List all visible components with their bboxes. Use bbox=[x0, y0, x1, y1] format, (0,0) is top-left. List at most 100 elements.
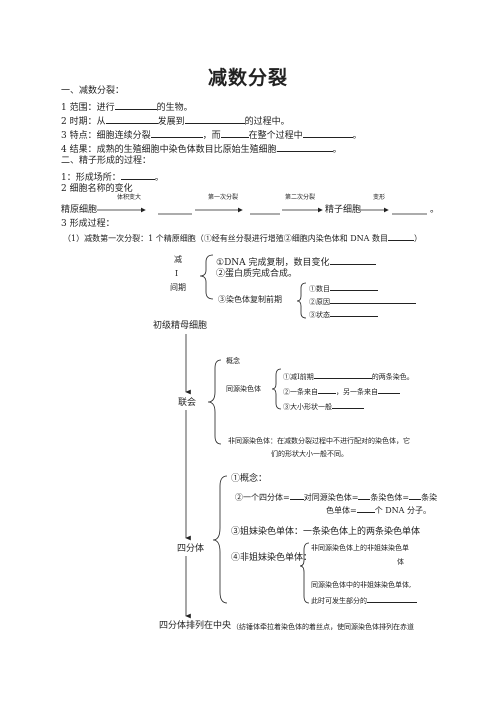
tetrad-count-line-2: 色单体= 个 DNA 分子。 bbox=[326, 505, 431, 515]
synapsis-label: 联会 bbox=[178, 398, 197, 408]
tetrad-blank-1[interactable] bbox=[289, 492, 304, 500]
synapsis-brace bbox=[207, 359, 222, 445]
interphase-item-2: ②蛋白质完成合成。 bbox=[216, 269, 298, 279]
nonsister-item-2-cont: 此时可发生部分的 bbox=[311, 596, 417, 605]
metaphase-label: 四分体排列在中央 bbox=[159, 621, 232, 631]
location-suffix: 。 bbox=[154, 173, 164, 183]
meiosis1-line: （1）减数第一次分裂：1 个精原细胞（①经有丝分裂进行增殖②细胞内染色体和 DN… bbox=[63, 233, 422, 243]
tetrad-count-2: 对同源染色体= bbox=[303, 493, 359, 502]
scope-blank[interactable] bbox=[114, 101, 157, 110]
concept-label: 概念 bbox=[226, 357, 240, 365]
homolog-item-2: ②一条来自 ，另一条来自 bbox=[283, 387, 400, 396]
homolog-label: 同源染色体 bbox=[226, 385, 261, 393]
location-blank[interactable] bbox=[120, 171, 155, 180]
result-label: 4 结果：成熟的生殖细胞中染色体数目比原始生殖细胞 bbox=[61, 145, 277, 155]
tetrad-count-line: ②一个四分体= 对同源染色体= 条染色体= 条染 bbox=[235, 492, 437, 502]
tetrad-blank-2[interactable] bbox=[358, 492, 371, 500]
scope-line: 1 范围：进行的生物。 bbox=[61, 101, 193, 113]
replication-reason-blank[interactable] bbox=[330, 297, 416, 304]
homolog-item-1: ①减Ⅰ前期 的两条染色。 bbox=[283, 372, 414, 381]
interphase-item-1-blank[interactable] bbox=[329, 256, 376, 265]
homolog-item-1-text: ①减Ⅰ前期 bbox=[283, 373, 314, 381]
transform-label: 变形 bbox=[373, 194, 386, 201]
replication-brace bbox=[296, 282, 307, 319]
homolog-item-1-suffix: 的两条染色。 bbox=[371, 373, 414, 381]
metaphase-note: （纺锤体牵拉着染色体的着丝点，使同源染色体排列在赤道 bbox=[232, 623, 414, 631]
spermatid-label: 精子细胞 bbox=[325, 205, 362, 215]
spermatogonium-label: 精原细胞 bbox=[61, 205, 98, 215]
section1-heading: 一、减数分裂： bbox=[61, 86, 125, 96]
result-line: 4 结果：成熟的生殖细胞中染色体数目比原始生殖细胞 。 bbox=[61, 143, 342, 155]
replication-number-text: ①数目 bbox=[309, 285, 330, 293]
feature-blank-1[interactable] bbox=[150, 129, 203, 138]
tetrad-blank-3[interactable] bbox=[409, 492, 422, 500]
nonsister-blank[interactable] bbox=[367, 596, 417, 603]
interphase-item-3: ③染色体复制前期 bbox=[218, 295, 282, 304]
sister-chromatid: ③姐妹染色单体：一条染色体上的两条染色单体 bbox=[231, 527, 421, 537]
feature-mid-1: ，而 bbox=[202, 131, 221, 141]
location-line: 1：形成场所：。 bbox=[61, 171, 164, 183]
cell-flow-arrows bbox=[97, 207, 427, 215]
interphase-item-1: ①DNA 完成复制，数目变化 bbox=[216, 256, 376, 268]
tetrad-count-4: 条染 bbox=[421, 493, 438, 502]
growth-label: 体积变大 bbox=[117, 194, 142, 201]
page-title: 减数分裂 bbox=[207, 67, 288, 89]
section2-heading: 二、精子形成的过程： bbox=[61, 156, 152, 166]
homolog-item-3-blank[interactable] bbox=[332, 402, 364, 409]
period-suffix: 的过程中。 bbox=[244, 117, 290, 127]
tetrad-count-3: 条染色体= bbox=[370, 493, 410, 502]
tetrad-concept: ①概念： bbox=[231, 474, 268, 484]
period-blank-2[interactable] bbox=[184, 115, 245, 124]
nonhomolog-line-1: 非同源染色体：在减数分裂过程中不进行配对的染色体，它 bbox=[228, 437, 410, 445]
homolog-item-3-text: ③大小形状一般 bbox=[283, 403, 332, 411]
tetrad-blank-4[interactable] bbox=[356, 505, 375, 513]
interphase-item-1-text: ①DNA 完成复制，数目变化 bbox=[216, 258, 330, 268]
homolog-item-2-blank-1[interactable] bbox=[318, 387, 336, 394]
feature-label: 3 特点：细胞连续分裂 bbox=[61, 131, 151, 141]
tetrad-count-1: ②一个四分体= bbox=[235, 493, 290, 502]
period-line: 2 时期：从发展到的过程中。 bbox=[61, 115, 290, 127]
meiosis1-close: ） bbox=[414, 234, 422, 243]
replication-state: ③状态 bbox=[309, 310, 378, 319]
tetrad-count-5: 色单体= bbox=[326, 506, 357, 515]
nonsister-item-2: 同源染色体中的非姐妹染色单体, bbox=[311, 581, 412, 589]
meiosis1-blank[interactable] bbox=[388, 233, 414, 241]
first-division-label: 第一次分裂 bbox=[208, 194, 239, 201]
feature-blank-3[interactable] bbox=[302, 129, 353, 138]
homolog-item-2-blank-2[interactable] bbox=[378, 387, 400, 394]
replication-reason: ②原因 bbox=[309, 297, 416, 306]
replication-state-blank[interactable] bbox=[330, 310, 378, 317]
feature-suffix: 。 bbox=[352, 131, 362, 141]
tetrad-brace bbox=[212, 475, 228, 604]
second-division-label: 第二次分裂 bbox=[285, 194, 316, 201]
interphase-char-1: 减 bbox=[174, 255, 182, 264]
homolog-item-2-text: ②一条来自 bbox=[283, 388, 318, 396]
nonsister-item-1-cont: 体 bbox=[397, 558, 404, 566]
nonhomolog-line-2: 们的形状大小一般不同。 bbox=[271, 450, 348, 458]
replication-number-blank[interactable] bbox=[330, 284, 378, 291]
replication-state-text: ③状态 bbox=[309, 311, 330, 319]
flow-end-period: 。 bbox=[430, 205, 440, 215]
result-blank[interactable] bbox=[276, 143, 333, 152]
interphase-char-3: 间期 bbox=[170, 283, 186, 292]
homolog-brace bbox=[271, 368, 282, 410]
nonsister-label: ④非姐妹染色单体： bbox=[231, 553, 313, 563]
process-heading: 3 形成过程： bbox=[61, 219, 115, 229]
period-blank-1[interactable] bbox=[105, 115, 158, 124]
homolog-item-3: ③大小形状一般 bbox=[283, 402, 364, 411]
result-suffix: 。 bbox=[332, 145, 342, 155]
interphase-brace bbox=[199, 254, 214, 300]
nonsister-item-2-text: 此时可发生部分的 bbox=[311, 597, 367, 605]
nonsister-brace bbox=[299, 542, 310, 604]
cell-name-heading: 2 细胞名称的变化 bbox=[61, 184, 133, 194]
feature-mid-2: 在整个过程中 bbox=[248, 131, 303, 141]
homolog-item-1-blank[interactable] bbox=[313, 372, 372, 379]
scope-label: 1 范围：进行 bbox=[61, 103, 115, 113]
period-label: 2 时期：从 bbox=[61, 117, 106, 127]
tetrad-count-6: 个 DNA 分子。 bbox=[374, 506, 431, 515]
primary-spermatocyte: 初级精母细胞 bbox=[153, 321, 208, 331]
feature-line: 3 特点：细胞连续分裂 ，而 在整个过程中 。 bbox=[61, 129, 362, 141]
homolog-item-2-mid: ，另一条来自 bbox=[336, 388, 378, 396]
feature-blank-2[interactable] bbox=[220, 129, 249, 138]
